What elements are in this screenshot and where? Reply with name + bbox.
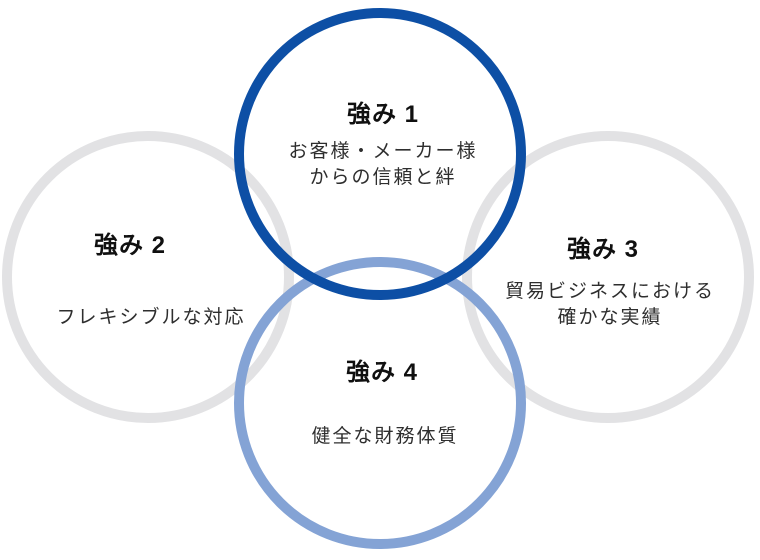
strength-1-description: お客様・メーカー様 からの信頼と絆 bbox=[233, 139, 533, 191]
strength-3-title: 強み 3 bbox=[566, 236, 639, 263]
strength-2-description: フレキシブルな対応 bbox=[1, 305, 301, 331]
strength-2-ring bbox=[2, 131, 294, 423]
strength-4-title: 強み 4 bbox=[345, 359, 418, 386]
strength-3-description-line-1: 貿易ビジネスにおける bbox=[504, 281, 715, 302]
strength-4-description-line-1: 健全な財務体質 bbox=[311, 426, 459, 447]
strength-1-title: 強み 1 bbox=[346, 101, 419, 128]
strength-1-description-line-1: お客様・メーカー様 bbox=[288, 141, 478, 162]
strength-2-description-line-1: フレキシブルな対応 bbox=[56, 307, 246, 328]
strength-3-description: 貿易ビジネスにおける 確かな実績 bbox=[460, 279, 760, 331]
strength-3-description-line-2: 確かな実績 bbox=[557, 307, 663, 328]
strength-1-description-line-2: からの信頼と絆 bbox=[309, 167, 457, 188]
strength-1-ring bbox=[234, 8, 526, 300]
strength-4-description: 健全な財務体質 bbox=[235, 424, 535, 450]
strength-2-title: 強み 2 bbox=[93, 232, 166, 259]
strength-3-ring bbox=[462, 131, 754, 423]
